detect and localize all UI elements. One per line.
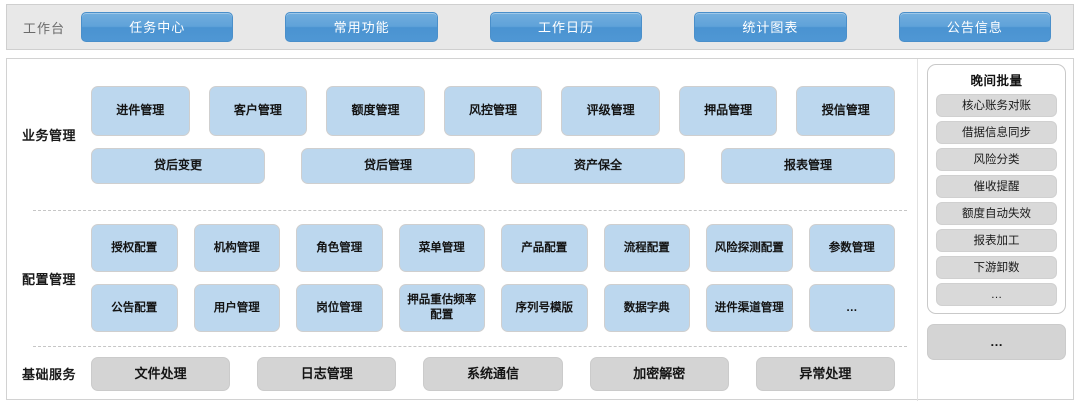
card-announcement-config[interactable]: 公告配置 bbox=[91, 284, 178, 332]
card-risk-detection-config[interactable]: 风险探测配置 bbox=[706, 224, 793, 272]
divider-config-base bbox=[33, 346, 907, 347]
workbench-topbar: 工作台 任务中心 常用功能 工作日历 统计图表 公告信息 bbox=[6, 4, 1074, 50]
rail-item-risk-classification[interactable]: 风险分类 bbox=[936, 148, 1057, 171]
card-credit-limit-management[interactable]: 额度管理 bbox=[326, 85, 425, 136]
divider-main-rail bbox=[917, 59, 918, 401]
card-organization-management[interactable]: 机构管理 bbox=[193, 224, 280, 272]
card-config-more[interactable]: … bbox=[808, 284, 895, 332]
card-parameter-management[interactable]: 参数管理 bbox=[808, 224, 895, 272]
card-log-management[interactable]: 日志管理 bbox=[257, 356, 397, 391]
tab-common-functions[interactable]: 常用功能 bbox=[285, 12, 438, 42]
section-body-base-services: 文件处理 日志管理 系统通信 加密解密 异常处理 bbox=[91, 356, 917, 391]
card-product-config[interactable]: 产品配置 bbox=[501, 224, 588, 272]
config-row-1: 授权配置 机构管理 角色管理 菜单管理 产品配置 流程配置 风险探测配置 参数管… bbox=[91, 224, 895, 272]
rail-item-auto-limit-expiry[interactable]: 额度自动失效 bbox=[936, 202, 1057, 225]
card-intake-channel-management[interactable]: 进件渠道管理 bbox=[706, 284, 793, 332]
card-risk-control-management[interactable]: 风控管理 bbox=[443, 85, 543, 136]
card-report-management[interactable]: 报表管理 bbox=[721, 147, 895, 184]
section-base-services: 基础服务 文件处理 日志管理 系统通信 加密解密 异常处理 bbox=[7, 346, 917, 401]
night-batch-box: 晚间批量 核心账务对账 借据信息同步 风险分类 催收提醒 额度自动失效 报表加工… bbox=[927, 64, 1066, 314]
tab-statistics-charts[interactable]: 统计图表 bbox=[694, 12, 847, 42]
card-process-config[interactable]: 流程配置 bbox=[603, 224, 690, 272]
section-business-management: 业务管理 进件管理 客户管理 额度管理 风控管理 评级管理 押品管理 授信管理 … bbox=[7, 59, 917, 210]
card-post-management[interactable]: 岗位管理 bbox=[296, 284, 383, 332]
section-title-business: 业务管理 bbox=[21, 128, 76, 143]
card-user-management[interactable]: 用户管理 bbox=[193, 284, 280, 332]
section-title-configuration: 配置管理 bbox=[21, 271, 76, 287]
night-batch-title: 晚间批量 bbox=[970, 74, 1023, 88]
tab-task-center[interactable]: 任务中心 bbox=[81, 12, 234, 42]
section-configuration-management: 配置管理 授权配置 机构管理 角色管理 菜单管理 产品配置 流程配置 风险探测配… bbox=[7, 210, 917, 346]
rail-item-downstream-data-unload[interactable]: 下游卸数 bbox=[936, 256, 1057, 279]
business-row-1: 进件管理 客户管理 额度管理 风控管理 评级管理 押品管理 授信管理 bbox=[91, 85, 896, 136]
workbench-tab-list: 任务中心 常用功能 工作日历 统计图表 公告信息 bbox=[81, 5, 1073, 49]
card-collateral-revaluation-frequency-config[interactable]: 押品重估频率配置 bbox=[398, 284, 485, 332]
card-encryption-decryption[interactable]: 加密解密 bbox=[589, 356, 729, 391]
rail-footer-more[interactable]: … bbox=[927, 324, 1066, 360]
night-batch-rail: 晚间批量 核心账务对账 借据信息同步 风险分类 催收提醒 额度自动失效 报表加工… bbox=[918, 59, 1075, 401]
card-post-loan-change[interactable]: 贷后变更 bbox=[91, 147, 265, 184]
rail-item-report-processing[interactable]: 报表加工 bbox=[936, 229, 1057, 252]
card-asset-preservation[interactable]: 资产保全 bbox=[511, 147, 685, 184]
module-panel-left: 业务管理 进件管理 客户管理 额度管理 风控管理 评级管理 押品管理 授信管理 … bbox=[7, 59, 917, 399]
rail-item-collection-reminder[interactable]: 催收提醒 bbox=[936, 175, 1057, 198]
config-row-2: 公告配置 用户管理 岗位管理 押品重估频率配置 序列号模版 数据字典 进件渠道管… bbox=[91, 284, 895, 332]
rail-item-iou-info-sync[interactable]: 借据信息同步 bbox=[936, 121, 1057, 144]
tab-work-calendar[interactable]: 工作日历 bbox=[489, 12, 643, 42]
card-post-loan-management[interactable]: 贷后管理 bbox=[301, 147, 475, 184]
card-credit-granting-management[interactable]: 授信管理 bbox=[796, 85, 896, 136]
card-role-management[interactable]: 角色管理 bbox=[296, 224, 383, 272]
section-body-business: 进件管理 客户管理 额度管理 风控管理 评级管理 押品管理 授信管理 贷后变更 … bbox=[91, 85, 917, 184]
card-serial-number-template[interactable]: 序列号模版 bbox=[501, 284, 588, 332]
card-rating-management[interactable]: 评级管理 bbox=[561, 85, 660, 136]
card-customer-management[interactable]: 客户管理 bbox=[208, 85, 308, 136]
card-collateral-management[interactable]: 押品管理 bbox=[678, 85, 778, 136]
base-services-row-1: 文件处理 日志管理 系统通信 加密解密 异常处理 bbox=[91, 356, 896, 391]
section-body-configuration: 授权配置 机构管理 角色管理 菜单管理 产品配置 流程配置 风险探测配置 参数管… bbox=[91, 224, 917, 332]
rail-item-more[interactable]: … bbox=[936, 283, 1057, 306]
tab-announcements[interactable]: 公告信息 bbox=[898, 12, 1052, 42]
card-intake-management[interactable]: 进件管理 bbox=[91, 85, 190, 136]
section-title-base-services: 基础服务 bbox=[21, 367, 76, 382]
business-row-2: 贷后变更 贷后管理 资产保全 报表管理 bbox=[91, 147, 895, 184]
card-file-processing[interactable]: 文件处理 bbox=[91, 356, 231, 391]
rail-item-core-accounting-reconciliation[interactable]: 核心账务对账 bbox=[936, 94, 1057, 117]
card-exception-handling[interactable]: 异常处理 bbox=[755, 356, 896, 391]
card-menu-management[interactable]: 菜单管理 bbox=[398, 224, 485, 272]
card-data-dictionary[interactable]: 数据字典 bbox=[603, 284, 690, 332]
divider-business-config bbox=[33, 210, 907, 211]
module-panel: 业务管理 进件管理 客户管理 额度管理 风控管理 评级管理 押品管理 授信管理 … bbox=[6, 58, 1075, 401]
workbench-label: 工作台 bbox=[22, 20, 65, 36]
card-system-communication[interactable]: 系统通信 bbox=[423, 356, 563, 391]
card-authorization-config[interactable]: 授权配置 bbox=[91, 224, 178, 272]
